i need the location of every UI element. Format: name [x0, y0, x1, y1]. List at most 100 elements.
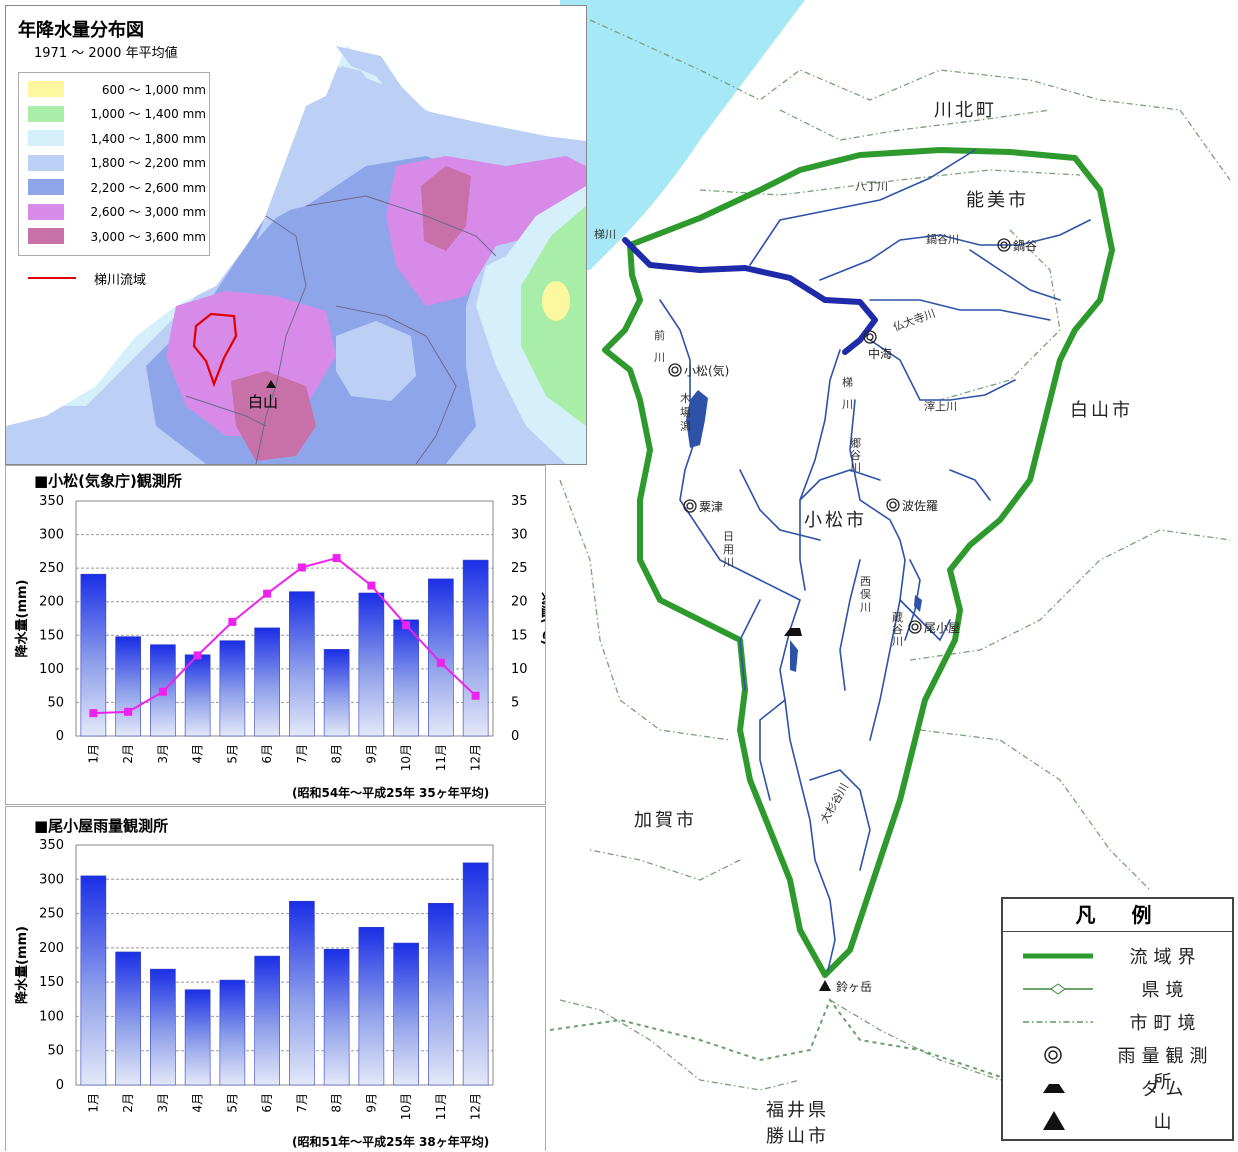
x-tick-label: 11月 [434, 744, 448, 771]
map-legend: 凡 例 流域界県境市町境雨量観測所ダム山 [1001, 897, 1234, 1141]
prefecture-border-glyph [1050, 983, 1066, 995]
precip-legend-item: 2,600 ～ 3,000 mm [28, 201, 206, 223]
y-tick-label: 200 [39, 941, 64, 956]
map-legend-label: 県境 [1141, 980, 1190, 1001]
precip-legend-swatch [28, 130, 64, 146]
y-right-tick-label: 25 [511, 561, 528, 576]
river-label-nippongi: 日用川 [723, 530, 734, 569]
rain-station-symbol [1044, 1046, 1062, 1064]
temperature-point [158, 687, 167, 696]
station-label-awazu: 粟津 [699, 500, 724, 514]
y-axis-label: 降水量(mm) [14, 926, 30, 1004]
y-right-tick-label: 10 [511, 662, 528, 677]
river-label-kakehashi-mouth: 梯川 [594, 228, 616, 241]
station-label-nabedani: 鍋谷 [1013, 239, 1038, 253]
precip-legend-swatch [28, 228, 64, 244]
river-label-jouge: 滓上川 [924, 400, 957, 413]
x-tick-label: 5月 [225, 1093, 239, 1113]
precip-legend-label: 1,800 ～ 2,200 mm [90, 156, 206, 170]
dam-reservoir-okoya [914, 595, 922, 612]
precip-bar [115, 951, 141, 1086]
river-label-maekawa: 前川 [654, 329, 665, 364]
precip-legend-item: 1,000 ～ 1,400 mm [28, 103, 206, 125]
precip-legend-swatch [28, 81, 64, 97]
temperature-point [193, 651, 202, 660]
precip-bar [80, 573, 107, 737]
rain-station-glyph [1048, 1050, 1058, 1060]
x-tick-label: 2月 [121, 1093, 135, 1113]
mountain-label: 白山 [248, 393, 279, 411]
mountain-glyph [1043, 1111, 1065, 1130]
temperature-line [93, 556, 477, 715]
peak-label: 鈴ヶ岳 [836, 980, 873, 994]
y-right-tick-label: 30 [511, 528, 528, 543]
y-axis-label: 降水量(mm) [14, 580, 30, 658]
map-legend-label: 市町境 [1129, 1013, 1202, 1034]
basin-map [549, 0, 1231, 1092]
place-komatsu: 小松市 [804, 510, 867, 531]
prefecture-border-symbol [1023, 983, 1093, 995]
precip-bar [323, 948, 350, 1086]
x-tick-label: 7月 [295, 744, 309, 764]
y-tick-label: 50 [47, 695, 64, 710]
y-tick-label: 100 [39, 662, 64, 677]
station-label-okoya: 尾小屋 [924, 621, 961, 635]
x-tick-label: 4月 [191, 744, 205, 764]
precip-legend-item: 2,200 ～ 2,600 mm [28, 176, 206, 198]
precip-bar [80, 875, 107, 1086]
precip-legend-swatch [28, 179, 64, 195]
map-legend-item: ダム [1003, 1073, 1232, 1103]
precip-legend-label: 600 ～ 1,000 mm [101, 82, 206, 97]
x-tick-label: 10月 [399, 1093, 413, 1120]
station-label-hasara: 波佐羅 [902, 499, 939, 513]
main-river-kakehashi [622, 237, 878, 355]
precip-legend-label: 1,000 ～ 1,400 mm [90, 107, 206, 121]
y-right-tick-label: 0 [511, 729, 519, 744]
place-kaga: 加賀市 [634, 810, 697, 831]
plot-frame [75, 500, 494, 737]
y-tick-label: 250 [39, 561, 64, 576]
x-tick-label: 6月 [260, 1093, 274, 1113]
precip-bar [358, 926, 385, 1086]
precip-bar [115, 636, 141, 737]
x-tick-label: 8月 [330, 744, 344, 764]
x-tick-label: 1月 [86, 1093, 100, 1113]
y-tick-label: 300 [39, 872, 64, 887]
okoya-note: (昭和51年～平成25年 38ヶ年平均) [292, 1135, 490, 1149]
x-tick-label: 6月 [260, 744, 274, 764]
map-legend-title: 凡 例 [1003, 899, 1232, 932]
temperature-point [228, 617, 237, 626]
x-tick-label: 5月 [225, 744, 239, 764]
station-markers [668, 238, 1011, 634]
temperature-point [124, 707, 133, 716]
y-right-axis-label: 気温(℃) [539, 592, 545, 646]
x-tick-label: 4月 [191, 1093, 205, 1113]
x-tick-label: 8月 [330, 1093, 344, 1113]
place-nomi: 能美市 [966, 190, 1029, 211]
prefecture-border [549, 997, 1101, 1092]
x-tick-label: 3月 [156, 1093, 170, 1113]
x-tick-label: 1月 [86, 744, 100, 764]
precip-bar [289, 591, 315, 737]
mountain-symbol [1043, 1111, 1065, 1130]
precip-legend-item: 3,000 ～ 3,600 mm [28, 225, 206, 247]
river-label-nishimata: 西俣川 [860, 575, 871, 614]
precip-bar [254, 955, 280, 1086]
precip-bar [393, 942, 419, 1086]
dam-reservoir [790, 640, 798, 672]
place-katsuyama: 勝山市 [766, 1126, 829, 1147]
y-tick-label: 150 [39, 628, 64, 643]
x-tick-label: 9月 [364, 1093, 378, 1113]
y-tick-label: 250 [39, 907, 64, 922]
basin-legend-label: 梯川流域 [94, 273, 147, 288]
place-kawakita: 川北町 [934, 100, 997, 121]
place-hakusan: 白山市 [1070, 400, 1133, 421]
dam-glyph [1043, 1084, 1065, 1093]
precip-bar [393, 619, 419, 737]
precip-bar [428, 902, 454, 1086]
dam-symbol [784, 628, 802, 636]
precip-legend-label: 3,000 ～ 3,600 mm [90, 229, 206, 244]
river-label-kibadagata: 木場潟 [680, 392, 691, 433]
